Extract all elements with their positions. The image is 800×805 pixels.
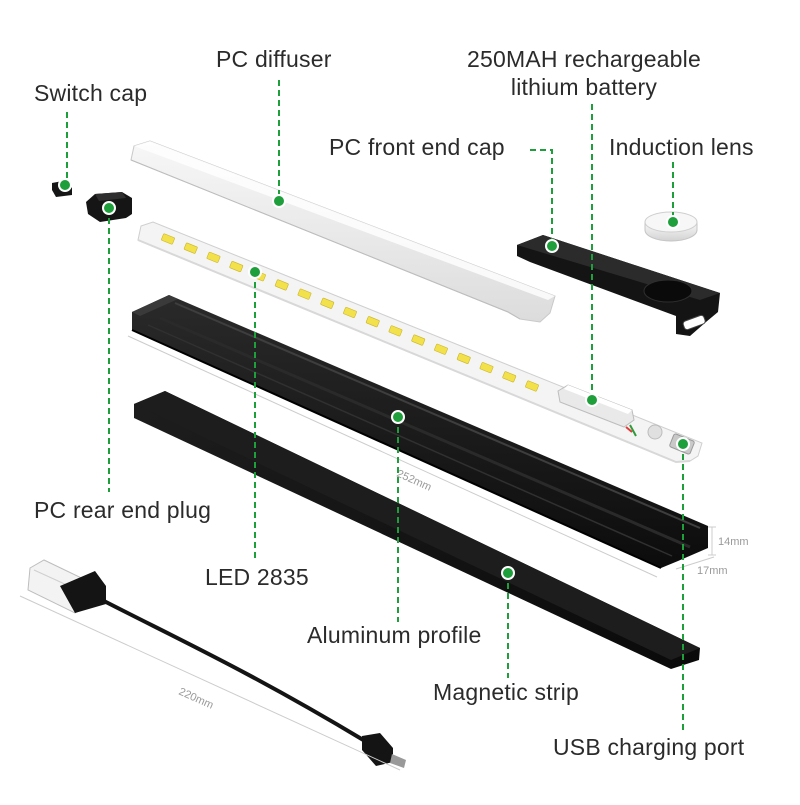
front-end-cap-part	[517, 235, 720, 336]
led-chip	[229, 261, 244, 273]
profile-width-dim: 17mm	[697, 565, 728, 577]
led-chip	[320, 297, 335, 309]
led-chip	[434, 343, 448, 355]
led-chip	[388, 325, 403, 337]
label-battery: 250MAH rechargeable lithium battery	[450, 48, 718, 99]
label-led: LED 2835	[205, 564, 309, 590]
label-battery-line2: lithium battery	[510, 74, 658, 100]
label-switch-cap: Switch cap	[34, 80, 148, 106]
label-induction-lens: Induction lens	[609, 134, 754, 160]
marker-led	[248, 265, 262, 279]
label-front-end-cap: PC front end cap	[329, 134, 505, 160]
label-magnetic-strip: Magnetic strip	[433, 679, 579, 705]
led-chip	[411, 334, 426, 346]
label-pc-diffuser: PC diffuser	[216, 46, 332, 72]
led-chip	[502, 371, 517, 383]
marker-battery	[585, 393, 599, 407]
usb-cable-part	[27, 559, 406, 768]
callout-markers	[58, 178, 690, 580]
led-chip	[365, 316, 380, 328]
profile-height-dim: 14mm	[718, 536, 749, 548]
marker-switch-cap	[58, 178, 72, 192]
pc-diffuser-part	[130, 140, 556, 323]
led-chip	[343, 307, 357, 318]
label-battery-line1: 250MAH rechargeable	[467, 46, 701, 72]
marker-profile	[391, 410, 405, 424]
label-usb-port: USB charging port	[553, 734, 745, 760]
marker-lens	[666, 215, 680, 229]
led-chip	[161, 233, 175, 245]
label-aluminum-profile: Aluminum profile	[307, 622, 482, 648]
magnetic-strip-part	[134, 391, 700, 669]
led-chip	[525, 380, 539, 392]
marker-usb-port	[676, 437, 690, 451]
led-board-part	[137, 221, 703, 464]
usb-opening	[682, 314, 706, 331]
led-chip	[183, 242, 198, 254]
profile-length-dim: 252mm	[395, 468, 433, 494]
callout-leaders	[66, 80, 684, 734]
label-rear-end-plug: PC rear end plug	[34, 497, 212, 523]
led-chip	[479, 362, 494, 374]
marker-rear-plug	[102, 201, 116, 215]
marker-diffuser	[272, 194, 286, 208]
led-chip	[297, 288, 312, 300]
marker-front-cap	[545, 239, 559, 253]
led-chip	[456, 352, 471, 364]
led-chip	[206, 251, 221, 263]
micro-usb-connector	[362, 733, 393, 766]
cable-length-dim: 220mm	[177, 686, 215, 712]
marker-magnetic-strip	[501, 566, 515, 580]
led-chip	[274, 279, 289, 291]
aluminum-profile-part	[131, 295, 708, 569]
switch-button	[647, 424, 663, 440]
